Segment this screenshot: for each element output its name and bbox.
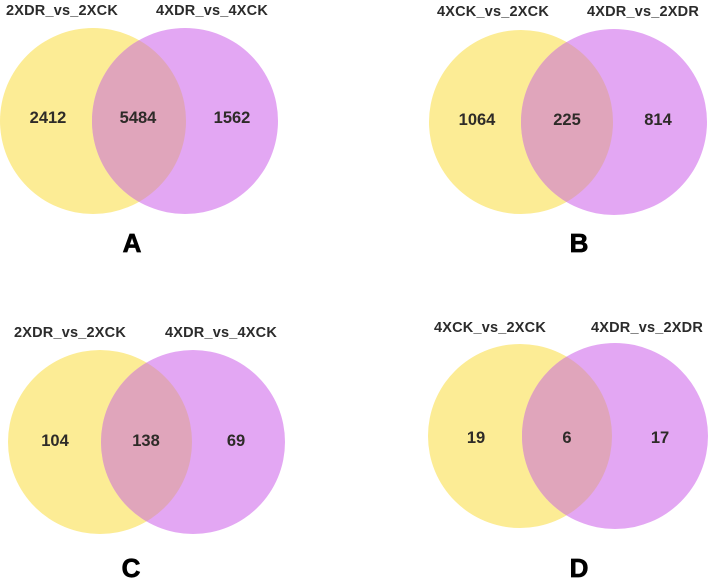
overlap-count: 5484 xyxy=(120,109,158,127)
panel-letter: C xyxy=(122,553,141,583)
right-set-title: 4XDR_vs_2XDR xyxy=(587,4,699,20)
venn-panel-d: 4XCK_vs_2XCK 4XDR_vs_2XDR 19 6 17 D xyxy=(428,320,708,583)
panel-letter: D xyxy=(570,553,589,583)
left-set-title: 4XCK_vs_2XCK xyxy=(434,320,546,336)
right-count: 814 xyxy=(644,111,672,129)
overlap-count: 6 xyxy=(562,429,571,447)
left-count: 1064 xyxy=(459,111,497,129)
panel-letter: A xyxy=(123,228,142,258)
right-count: 17 xyxy=(651,429,669,447)
overlap-region xyxy=(92,28,186,214)
panel-letter: B xyxy=(570,228,589,258)
overlap-count: 225 xyxy=(553,111,581,129)
left-set-title: 2XDR_vs_2XCK xyxy=(6,3,118,19)
right-count: 1562 xyxy=(214,109,251,127)
left-count: 2412 xyxy=(30,109,67,127)
left-count: 104 xyxy=(41,432,69,450)
left-set-title: 4XCK_vs_2XCK xyxy=(437,4,549,20)
venn-panel-b: 4XCK_vs_2XCK 4XDR_vs_2XDR 1064 225 814 B xyxy=(429,4,707,258)
right-set-title: 4XDR_vs_4XCK xyxy=(165,325,277,341)
overlap-region xyxy=(522,344,612,528)
overlap-count: 138 xyxy=(132,432,160,450)
venn-panel-c: 2XDR_vs_2XCK 4XDR_vs_4XCK 104 138 69 C xyxy=(8,325,285,583)
right-set-title: 4XDR_vs_2XDR xyxy=(591,320,703,336)
overlap-region xyxy=(101,350,192,534)
left-set-title: 2XDR_vs_2XCK xyxy=(14,325,126,341)
overlap-region xyxy=(521,30,613,214)
right-count: 69 xyxy=(227,432,245,450)
right-set-title: 4XDR_vs_4XCK xyxy=(156,3,268,19)
left-count: 19 xyxy=(467,429,485,447)
venn-panel-a: 2XDR_vs_2XCK 4XDR_vs_4XCK 2412 5484 1562… xyxy=(0,3,278,258)
